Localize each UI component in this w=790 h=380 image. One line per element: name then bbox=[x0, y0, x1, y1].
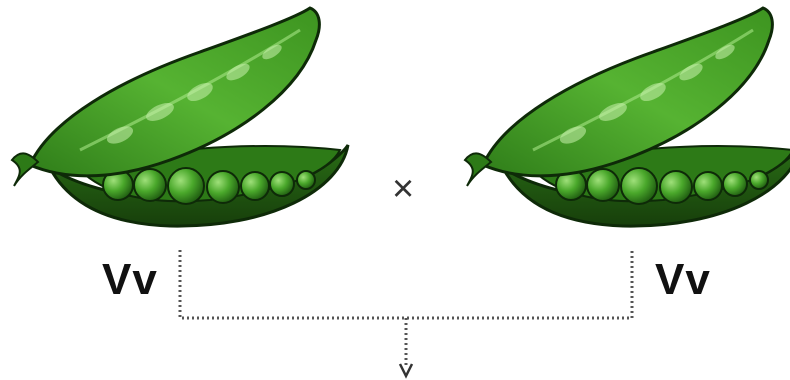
arrow-down-icon bbox=[400, 364, 412, 376]
connector-line bbox=[180, 250, 632, 318]
